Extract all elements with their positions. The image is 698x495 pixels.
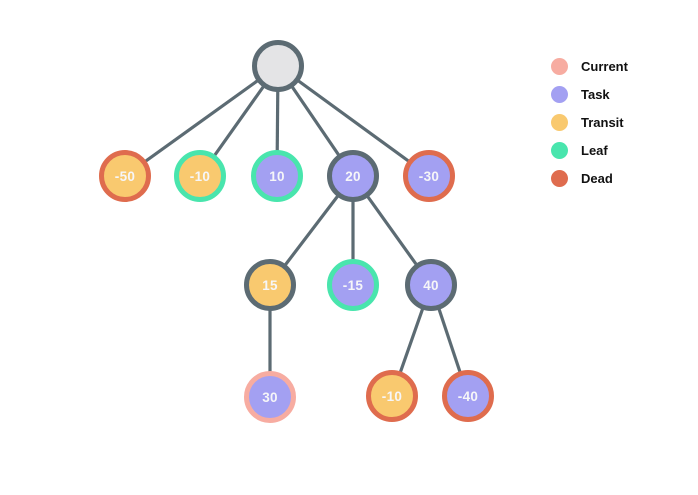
node-circle bbox=[99, 150, 151, 202]
legend-label: Leaf bbox=[581, 142, 608, 158]
legend-label: Dead bbox=[581, 170, 613, 186]
tree-edge bbox=[277, 64, 430, 178]
node-value-label: -15 bbox=[343, 278, 364, 293]
legend-swatch-dead bbox=[551, 169, 568, 187]
node-value-label: -10 bbox=[382, 389, 402, 404]
node-value-label: 30 bbox=[262, 390, 278, 405]
tree-node-20: 20 bbox=[327, 150, 379, 202]
node-circle bbox=[327, 259, 379, 311]
node-circle bbox=[442, 370, 494, 422]
node-circle bbox=[244, 371, 296, 423]
node-value-label: 10 bbox=[269, 169, 285, 184]
node-circle bbox=[403, 150, 455, 202]
legend-item-current: Current bbox=[551, 52, 628, 80]
tree-edge bbox=[124, 64, 279, 178]
node-circle bbox=[327, 150, 379, 202]
node-value-label: 15 bbox=[262, 278, 278, 293]
tree-node-15: 15 bbox=[244, 259, 296, 311]
node-value-label: 40 bbox=[423, 278, 439, 293]
tree-node-neg50: -50 bbox=[99, 150, 151, 202]
node-circle bbox=[405, 259, 457, 311]
legend-swatch-transit bbox=[551, 113, 568, 131]
node-value-label: -30 bbox=[419, 169, 439, 184]
legend-item-dead: Dead bbox=[551, 164, 628, 192]
tree-node-root bbox=[252, 40, 304, 92]
node-circle bbox=[174, 150, 226, 202]
legend-swatch-task bbox=[551, 85, 568, 103]
node-value-label: -10 bbox=[190, 169, 210, 184]
legend-item-task: Task bbox=[551, 80, 628, 108]
legend-label: Task bbox=[581, 86, 610, 102]
tree-node-neg15: -15 bbox=[327, 259, 379, 311]
tree-node-40: 40 bbox=[405, 259, 457, 311]
tree-node-neg10: -10 bbox=[366, 370, 418, 422]
node-circle bbox=[251, 150, 303, 202]
tree-node-10: 10 bbox=[251, 150, 303, 202]
legend-item-transit: Transit bbox=[551, 108, 628, 136]
node-circle bbox=[252, 40, 304, 92]
tree-node-neg30: -30 bbox=[403, 150, 455, 202]
tree-node-30: 30 bbox=[244, 371, 296, 423]
legend-swatch-current bbox=[551, 57, 568, 75]
legend-swatch-leaf bbox=[551, 141, 568, 159]
node-circle bbox=[366, 370, 418, 422]
legend-label: Transit bbox=[581, 114, 624, 130]
node-circle bbox=[244, 259, 296, 311]
node-value-label: -50 bbox=[115, 169, 135, 184]
tree-node-neg10: -10 bbox=[174, 150, 226, 202]
legend-label: Current bbox=[581, 58, 628, 74]
node-value-label: 20 bbox=[345, 169, 361, 184]
node-value-label: -40 bbox=[458, 389, 478, 404]
tree-node-neg40: -40 bbox=[442, 370, 494, 422]
legend-item-leaf: Leaf bbox=[551, 136, 628, 164]
